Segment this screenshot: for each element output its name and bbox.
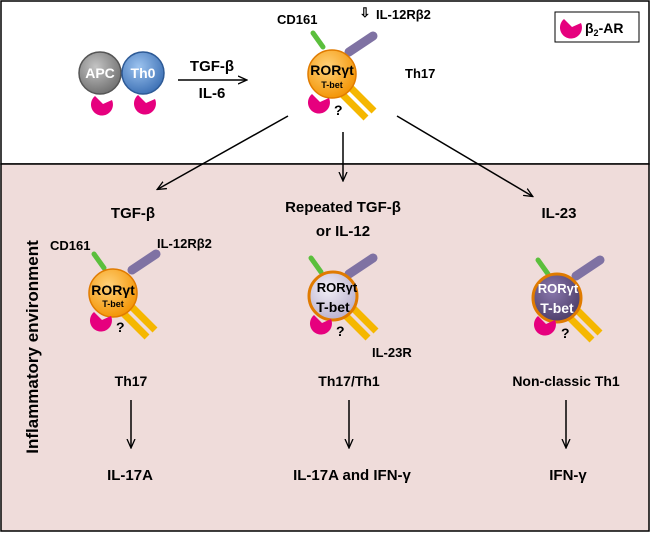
branch-3-question: ? [561,325,570,341]
branch-non-classic-th1: IL-23 RORγt T-bet ? Non-classic Th1 IFN-… [512,205,620,484]
branch-2-cd161-icon [308,255,324,275]
branch-3-cell-name: Non-classic Th1 [512,373,620,389]
top-cell-name: Th17 [405,66,435,81]
top-question: ? [334,102,343,118]
legend: β2-AR [554,11,640,43]
stimulus-tgfb: TGF-β [190,58,234,75]
branch-th17: TGF-β CD161 IL-12Rβ2 RORγt T-bet ? Th17 … [50,205,212,484]
th0-receptor-icon [133,95,156,115]
branch-1-cd161-label: CD161 [50,238,90,253]
top-th17-cell: RORγt T-bet ? [307,30,378,121]
branch-3-ror-label: RORγt [538,281,579,296]
branch-3-il12rb2-icon [571,255,605,281]
branch-1-tbet-label: T-bet [102,299,124,309]
cd161-receptor-icon [310,30,326,50]
branch-3-cd161-icon [535,257,551,277]
top-receptor-icon [307,94,330,114]
downregulated-arrow-icon: ⇩ [360,5,371,20]
branch-3-condition: IL-23 [541,205,576,222]
branch-1-il12rb2-label: IL-12Rβ2 [157,236,212,251]
branch-1-ror-label: RORγt [91,282,135,298]
apc-cell: APC [78,51,122,95]
environment-panel [0,163,650,532]
apc-receptor-icon [90,96,113,116]
stimulus-il6: IL-6 [199,85,226,102]
branch-1-question: ? [116,319,125,335]
branch-2-receptor-icon [309,315,332,335]
branch-3-output: IFN-γ [549,467,587,484]
apc-label: APC [85,65,115,81]
branch-1-cd161-icon [91,251,107,271]
legend-receptor-label: β2-AR [585,20,623,38]
branch-1-condition: TGF-β [111,205,155,222]
top-ror-label: RORγt [310,62,354,78]
branch-2-cell-name: Th17/Th1 [318,373,380,389]
branch-1-cell-name: Th17 [115,373,148,389]
branch-3-tbet-label: T-bet [540,300,574,316]
branch-2-question: ? [336,323,345,339]
arrow-to-branch-3 [396,115,532,196]
branch-2-il23r-label: IL-23R [372,345,412,360]
branch-th17-th1: Repeated TGF-β or IL-12 RORγt T-bet ? IL… [285,199,412,484]
top-tbet-label: T-bet [321,80,343,90]
branch-2-condition-line-2: or IL-12 [316,223,370,240]
th0-cell: Th0 [121,51,165,95]
branch-2-tbet-label: T-bet [316,299,350,315]
top-cd161-label: CD161 [277,12,317,27]
il12rb2-receptor-icon [344,31,378,57]
branch-1-il12rb2-icon [127,249,161,275]
branch-3-receptor-icon [533,316,556,336]
branch-2-output: IL-17A and IFN-γ [293,467,411,484]
th0-label: Th0 [131,65,156,81]
branch-2-il12rb2-icon [344,253,378,279]
branch-1-output: IL-17A [107,467,153,484]
arrow-to-branch-1 [158,115,289,189]
branch-1-receptor-icon [89,312,112,332]
top-il12rb2-label: IL-12Rβ2 [376,7,431,22]
receptor-legend-icon [559,19,582,39]
environment-label: Inflammatory environment [23,240,42,454]
branch-2-ror-label: RORγt [317,280,358,295]
branch-2-condition-line-1: Repeated TGF-β [285,199,401,216]
